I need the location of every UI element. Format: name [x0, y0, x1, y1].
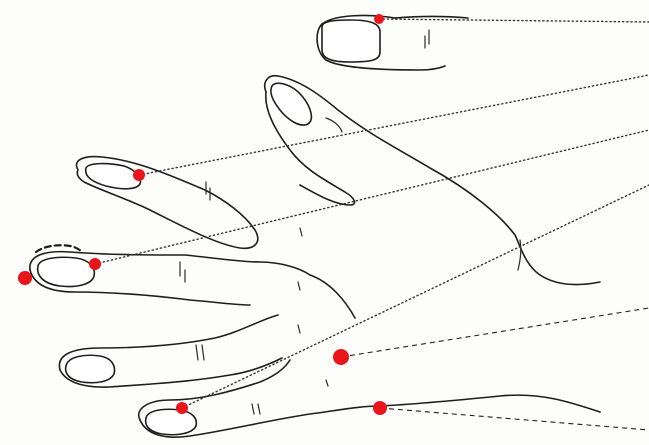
marker-palm — [333, 349, 349, 365]
thumb — [265, 76, 600, 285]
leader-line-1 — [379, 19, 649, 22]
ring-finger — [59, 315, 282, 387]
index-finger — [76, 157, 257, 249]
marker-little-nail — [176, 402, 188, 414]
leader-line-2 — [139, 75, 649, 175]
marker-middle-tip — [18, 271, 32, 285]
hand-drawing — [30, 16, 600, 438]
marker-fingertip-top — [374, 14, 384, 24]
leader-line-5 — [341, 308, 649, 357]
palm-outline — [298, 228, 600, 412]
marker-index-nail — [133, 169, 145, 181]
leader-line-6 — [380, 408, 649, 430]
marker-middle-nail — [89, 258, 101, 270]
markers — [18, 14, 387, 415]
marker-wrist — [373, 401, 387, 415]
detached-fingertip — [317, 16, 468, 70]
middle-finger — [30, 245, 310, 305]
leader-line-3 — [95, 130, 649, 264]
leader-line-4 — [182, 185, 649, 408]
